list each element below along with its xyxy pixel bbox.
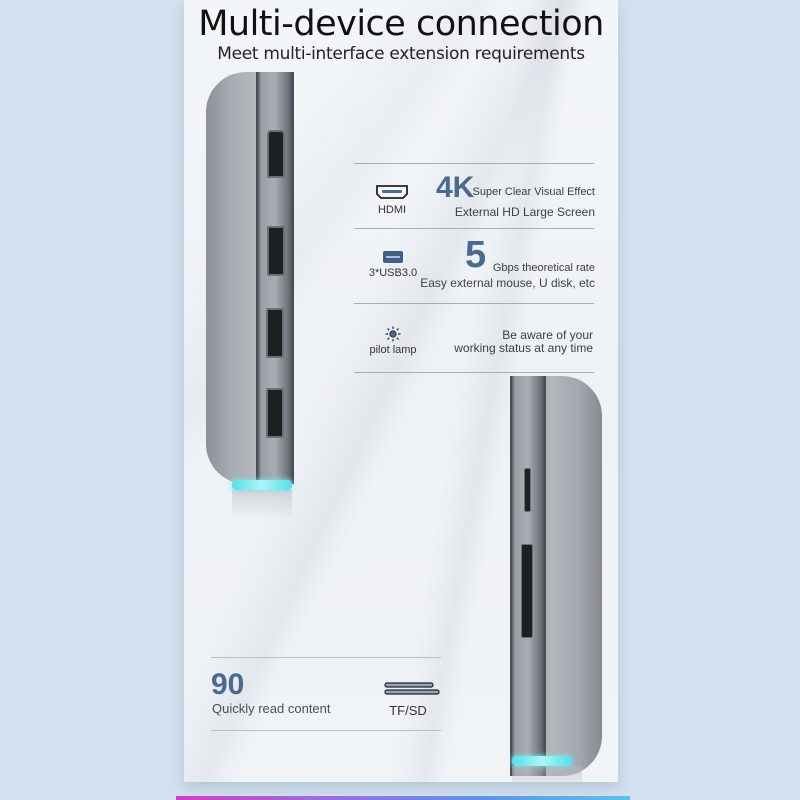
feature-line-1: Gbps theoretical rate [492, 262, 595, 274]
pilot-lamp-label: pilot lamp [369, 344, 417, 356]
divider [354, 303, 594, 304]
divider [211, 730, 441, 731]
product-panel: Multi-device connection Meet multi-inter… [184, 0, 618, 782]
gradient-accent-bar [176, 796, 630, 800]
divider [354, 372, 594, 373]
tf-card-slot [524, 468, 531, 512]
usb-port-2 [266, 308, 284, 358]
divider [211, 657, 441, 658]
page-subtitle: Meet multi-interface extension requireme… [217, 44, 585, 64]
feature-line-1: Be aware of your [502, 328, 593, 342]
pilot-lamp-glow-left [232, 480, 292, 490]
usb-port-icon [383, 251, 403, 263]
feature-value-5: 5 [465, 234, 487, 276]
card-reader-face [510, 376, 546, 776]
hdmi-label: HDMI [377, 204, 407, 216]
divider [354, 163, 594, 164]
card-reader-caption: Quickly read content [212, 701, 331, 716]
pilot-lamp-glow-right [512, 756, 572, 766]
card-slot-label: TF/SD [389, 703, 427, 718]
page-title: Multi-device connection [198, 4, 604, 44]
divider [354, 228, 594, 229]
hub-port-face [256, 72, 294, 484]
feature-line-2: External HD Large Screen [454, 205, 595, 219]
hub-device-left [206, 72, 294, 484]
hdmi-port [267, 130, 285, 178]
feature-line-2: Easy external mouse, U disk, etc [420, 276, 595, 290]
feature-line-1: Super Clear Visual Effect [472, 186, 596, 198]
hdmi-port-icon [376, 185, 408, 199]
sun-light-icon [385, 326, 401, 342]
feature-line-2: working status at any time [454, 341, 593, 355]
device-reflection-right [512, 766, 582, 782]
usb-port-1 [267, 226, 285, 276]
feature-value-4k: 4K [436, 171, 475, 204]
usb-port-3 [266, 388, 284, 438]
device-reflection-left [232, 490, 292, 520]
card-reader-value: 90 [211, 668, 245, 701]
card-slot-icon [384, 682, 440, 695]
sd-card-slot [521, 544, 533, 638]
usb-label: 3*USB3.0 [368, 267, 418, 279]
hub-device-right [510, 376, 602, 776]
